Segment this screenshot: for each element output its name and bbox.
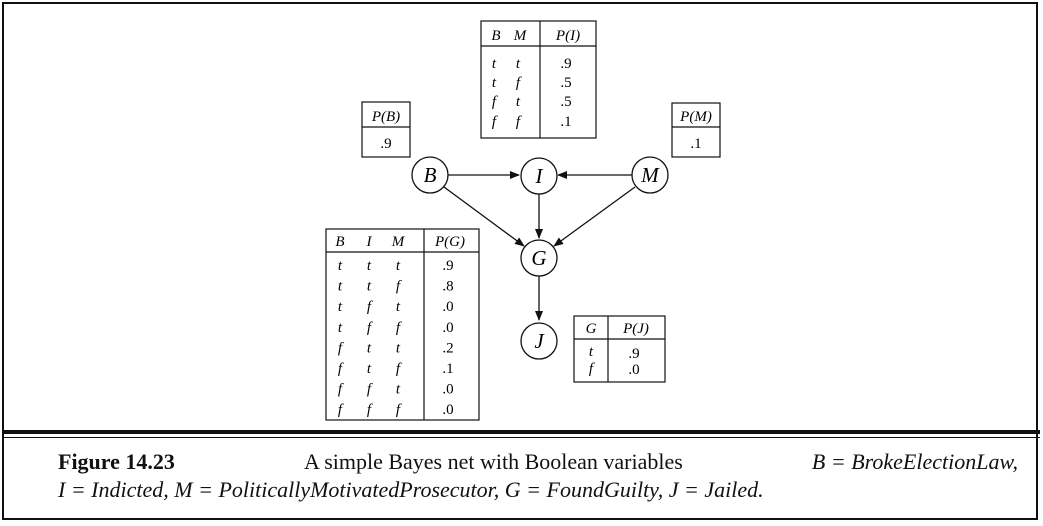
node-b: B — [411, 156, 449, 194]
node-i-label: I — [535, 164, 544, 188]
cpt-pi-cell: t — [516, 56, 521, 72]
cpt-pi-header-b: B — [491, 28, 500, 44]
cpt-pg-cell: t — [338, 299, 343, 315]
cpt-pi-header-m: M — [513, 28, 528, 44]
cpt-pg-cell: f — [338, 402, 344, 418]
cpt-pi-cell: t — [492, 75, 497, 91]
caption-divider-thin — [2, 437, 1040, 438]
caption-eq-g: G = FoundGuilty, — [504, 477, 664, 502]
figure-caption: Figure 14.23 A simple Bayes net with Boo… — [58, 448, 1018, 504]
cpt-pb-header: P(B) — [371, 109, 400, 125]
caption-text: A simple Bayes net with Boolean variable… — [304, 449, 683, 474]
node-b-label: B — [424, 163, 437, 187]
cpt-pj-cell: .0 — [628, 362, 639, 378]
figure-frame — [2, 2, 1038, 520]
cpt-pg-cell: .0 — [442, 402, 453, 418]
caption-divider — [2, 430, 1040, 434]
node-g: G — [520, 239, 558, 277]
cpt-pj-cell: t — [589, 344, 594, 360]
cpt-pg-cell: t — [338, 279, 343, 295]
node-g-label: G — [531, 246, 546, 270]
cpt-pi-cell: .5 — [560, 94, 571, 110]
caption-eq-m: M = PoliticallyMotivatedProsecutor, — [174, 477, 500, 502]
cpt-pg-cell: t — [338, 258, 343, 274]
cpt-pi-cell: f — [492, 114, 498, 130]
cpt-pi-cell: f — [492, 94, 498, 110]
cpt-pg-cell: f — [338, 382, 344, 398]
cpt-pg-cell: f — [338, 340, 344, 356]
cpt-pg-cell: f — [396, 361, 402, 377]
edges — [443, 171, 636, 321]
cpt-pg-cell: .0 — [442, 382, 453, 398]
cpt-pg-cell: f — [367, 402, 373, 418]
node-m-label: M — [640, 163, 660, 187]
edge-b-g — [443, 186, 525, 247]
cpt-pi-cell: .1 — [560, 114, 571, 130]
cpt-pg-cell: t — [396, 340, 401, 356]
cpt-pj-cell: .9 — [628, 346, 639, 362]
cpt-pg-cell: f — [367, 299, 373, 315]
cpt-pi-cell: f — [516, 114, 522, 130]
cpt-pg — [325, 228, 480, 421]
cpt-pg-header-i: I — [366, 234, 373, 250]
cpt-pg-cell: t — [367, 340, 372, 356]
cpt-pg-cell: f — [396, 279, 402, 295]
node-j: J — [520, 322, 558, 360]
cpt-pg-cell: f — [396, 320, 402, 336]
cpt-pm-header: P(M) — [679, 109, 712, 125]
cpt-pb — [361, 101, 411, 158]
cpt-pg-cell: .0 — [442, 299, 453, 315]
cpt-pg-header-m: M — [391, 234, 406, 250]
cpt-pg-cell: t — [396, 299, 401, 315]
cpt-pm — [671, 102, 721, 158]
cpt-pi — [480, 20, 597, 139]
cpt-pj-header-p: P(J) — [622, 321, 649, 337]
cpt-pj-cell: f — [589, 361, 595, 377]
cpt-pg-cell: f — [367, 382, 373, 398]
cpt-pg-cell: f — [396, 402, 402, 418]
cpt-pj-header-g: G — [586, 321, 597, 337]
cpt-pg-header-p: P(G) — [434, 234, 465, 250]
node-m: M — [631, 156, 669, 194]
cpt-pg-cell: t — [367, 279, 372, 295]
cpt-pi-cell: t — [492, 56, 497, 72]
caption-eq-j: J = Jailed. — [668, 477, 764, 502]
cpt-pi-cell: .9 — [560, 56, 571, 72]
cpt-pg-cell: .8 — [442, 279, 453, 295]
cpt-pg-cell: t — [367, 361, 372, 377]
cpt-pi-header-p: P(I) — [555, 28, 580, 44]
caption-eq-i: I = Indicted, — [58, 477, 169, 502]
cpt-pg-cell: t — [338, 320, 343, 336]
cpt-pg-cell: .1 — [442, 361, 453, 377]
cpt-pg-cell: f — [367, 320, 373, 336]
cpt-pi-cell: t — [516, 94, 521, 110]
bayes-net-diagram: B I M G J P(B) .9 P(M) .1 B M P(I) t t .… — [325, 20, 721, 421]
cpt-pg-cell: t — [396, 258, 401, 274]
cpt-pg-cell: t — [367, 258, 372, 274]
cpt-pg-cell: t — [396, 382, 401, 398]
figure-label: Figure 14.23 — [58, 449, 175, 474]
cpt-pb-value: .9 — [380, 136, 391, 152]
cpt-pg-cell: .0 — [442, 320, 453, 336]
cpt-pg-cell: f — [338, 361, 344, 377]
node-i: I — [520, 157, 558, 195]
cpt-pj — [573, 315, 666, 383]
cpt-pi-cell: .5 — [560, 75, 571, 91]
caption-line-2: I = Indicted, M = PoliticallyMotivatedPr… — [58, 476, 1018, 504]
cpt-pi-cell: f — [516, 75, 522, 91]
cpt-pm-value: .1 — [690, 136, 701, 152]
edge-m-g — [553, 186, 636, 247]
caption-line-1: Figure 14.23 A simple Bayes net with Boo… — [58, 448, 1018, 476]
node-j-label: J — [534, 329, 545, 353]
cpt-pg-cell: .2 — [442, 340, 453, 356]
cpt-pg-header-b: B — [335, 234, 344, 250]
caption-eq-b: B = BrokeElectionLaw, — [811, 449, 1018, 474]
cpt-pg-cell: .9 — [442, 258, 453, 274]
